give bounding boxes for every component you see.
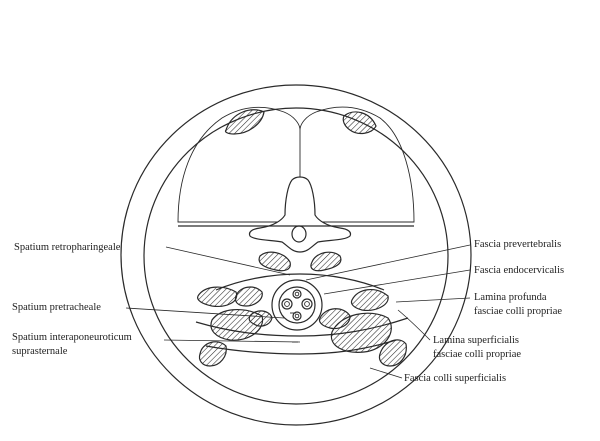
label-spatium-interaponeuroticum: Spatium interaponeuroticum xyxy=(12,332,132,343)
esophagus xyxy=(281,298,293,310)
scm-muscle-left-upper xyxy=(197,286,238,307)
trachea xyxy=(278,286,316,324)
leader-retropharyngeal xyxy=(165,246,291,276)
vertebral-foramen xyxy=(291,225,307,243)
thyroid-left xyxy=(301,298,313,310)
label-fascia-colli-superficialis: Fascia colli superficialis xyxy=(404,373,506,384)
leader-lamina-profunda xyxy=(395,297,471,303)
leader-colli-superficialis xyxy=(369,367,403,379)
label-spatium-retropharingeale: Spatium retropharingeale xyxy=(14,242,121,253)
leader-pretracheal xyxy=(125,307,285,319)
prevertebral-muscle-left xyxy=(258,251,291,272)
label-fascia-prevertebralis: Fascia prevertebralis xyxy=(474,239,561,250)
label-fasciae-colli-propriae-1: fasciae colli propriae xyxy=(474,306,562,317)
vertebral-spinous-process xyxy=(248,176,352,253)
outer-skin-ring xyxy=(120,84,472,426)
label-lamina-profunda: Lamina profunda xyxy=(474,292,547,303)
label-fascia-endocervicalis: Fascia endocervicalis xyxy=(474,265,564,276)
scm-muscle-right-lower xyxy=(378,339,407,367)
scalene-muscle-left xyxy=(234,286,263,307)
vessel-small-bottom xyxy=(292,311,302,321)
strap-muscle-right xyxy=(330,312,392,353)
endocervical-fascia-line xyxy=(215,273,385,291)
scm-muscle-left-lower xyxy=(198,341,227,367)
leader-endocervical xyxy=(323,269,471,295)
leader-interaponeurotic xyxy=(163,339,301,343)
trapezius-muscle-left xyxy=(224,109,265,135)
label-fasciae-colli-propriae-2: fasciae colli propriae xyxy=(433,349,521,360)
vessel-small-top xyxy=(292,289,302,299)
strap-muscle-left-small xyxy=(248,310,273,327)
label-spatium-pretracheale: Spatium pretracheale xyxy=(12,302,101,313)
label-suprasternale: suprasternale xyxy=(12,346,68,357)
scm-muscle-right-upper xyxy=(350,289,389,311)
leader-prevertebral xyxy=(305,244,471,281)
label-lamina-superficialis: Lamina superficialis xyxy=(433,335,519,346)
prevertebral-muscle-right xyxy=(310,251,342,272)
leader-lamina-superficialis xyxy=(397,309,431,341)
trapezius-muscle-right xyxy=(342,111,377,135)
fascia-colli-superficialis-ring xyxy=(143,107,449,405)
